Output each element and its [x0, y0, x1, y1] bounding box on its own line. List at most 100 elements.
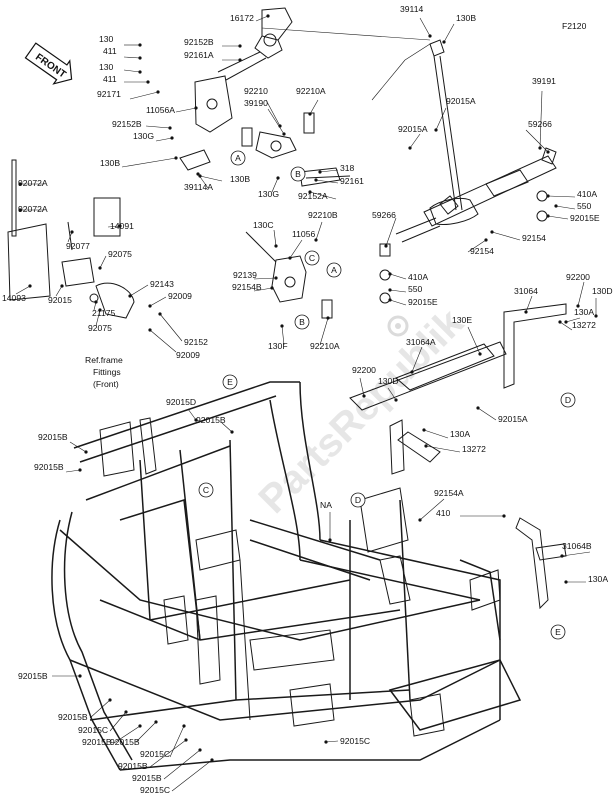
leader-line — [409, 133, 421, 149]
leader-line — [69, 441, 87, 453]
leader-line — [559, 321, 573, 331]
leader-dot — [326, 316, 330, 320]
leader-line — [385, 217, 397, 247]
part-number-label: 550 — [408, 284, 423, 294]
leader-line — [65, 469, 81, 473]
leader-dot — [564, 580, 568, 584]
part-number-label: 39114 — [400, 4, 423, 14]
leader-line — [289, 239, 303, 259]
part-number-label: 130 — [99, 62, 114, 72]
leader-dot — [476, 406, 480, 410]
part-number-label: 130A — [450, 429, 470, 439]
leader-dot — [138, 43, 142, 47]
leader-dot — [156, 90, 160, 94]
leader-line — [435, 107, 447, 131]
leader-dot — [546, 214, 550, 218]
leader-dot — [124, 710, 128, 714]
leader-dot — [238, 58, 242, 62]
part-number-label: 130D — [592, 286, 613, 296]
leader-dot — [328, 538, 332, 542]
callout-letter: B — [295, 169, 301, 179]
leader-line — [273, 229, 277, 247]
part-number-label: 550 — [577, 201, 592, 211]
callout-letter: B — [299, 317, 305, 327]
leader-dot — [554, 204, 558, 208]
leader-dot — [478, 352, 482, 356]
callout-circle — [350, 492, 366, 508]
leader-line — [525, 129, 549, 153]
leader-dot — [384, 244, 388, 248]
leader-dot — [280, 324, 284, 328]
part-number-label: 92154A — [434, 488, 464, 498]
leader-dot — [270, 286, 274, 290]
right-bracket-assembly — [349, 303, 567, 610]
leader-line — [443, 23, 455, 43]
leader-dot — [318, 170, 322, 174]
leader-dot — [78, 674, 82, 678]
part-number-label: 92154 — [470, 246, 494, 256]
part-number-label: 31064A — [406, 337, 436, 347]
leader-dot — [394, 398, 398, 402]
part-number-label: 92015C — [340, 736, 370, 746]
leader-line — [171, 759, 213, 792]
leader-line — [577, 281, 585, 307]
part-number-label: 92015C — [140, 749, 170, 759]
leader-line — [197, 173, 209, 189]
part-number-label: 92015E — [408, 297, 438, 307]
leader-dot — [108, 698, 112, 702]
part-number-label: 92075 — [88, 323, 112, 333]
leader-dot — [388, 288, 392, 292]
leader-dot — [442, 40, 446, 44]
part-number-label: 59266 — [528, 119, 552, 129]
leader-dot — [138, 724, 142, 728]
part-number-label: 92015B — [58, 712, 88, 722]
part-number-label: 92139 — [233, 270, 257, 280]
center-bracket-assembly — [245, 231, 333, 319]
leader-line — [325, 740, 339, 743]
leader-dot — [274, 276, 278, 280]
part-number-label: 92210B — [308, 210, 338, 220]
leader-dot — [576, 304, 580, 308]
leader-line — [67, 231, 73, 243]
leader-dot — [314, 238, 318, 242]
callout-circle — [294, 314, 310, 330]
leader-line — [547, 195, 576, 198]
leader-line — [95, 309, 101, 327]
leader-dot — [324, 740, 328, 744]
leader-dot — [308, 112, 312, 116]
leader-line — [309, 191, 337, 200]
leader-line — [267, 108, 285, 135]
part-number-label: 39114A — [184, 182, 213, 192]
leader-line — [389, 273, 407, 280]
leader-dot — [276, 176, 280, 180]
leader-dot — [388, 298, 392, 302]
leader-dot — [60, 284, 64, 288]
leader-line — [389, 289, 407, 293]
callout-letter: E — [227, 377, 233, 387]
leader-line — [159, 313, 183, 342]
ref-note-line-3: (Front) — [93, 379, 119, 389]
leader-dot — [196, 172, 200, 176]
leader-dot — [564, 320, 568, 324]
part-number-label: 130G — [258, 189, 279, 199]
leader-dot — [484, 238, 488, 242]
part-number-label: 318 — [340, 163, 355, 173]
part-number-label: 92072A — [18, 204, 48, 214]
part-number-label: 92077 — [66, 241, 90, 251]
part-number-label: 92015A — [498, 414, 528, 424]
leader-line — [265, 99, 281, 127]
leader-line — [539, 90, 543, 149]
leader-dot — [78, 468, 82, 472]
leader-dot — [388, 272, 392, 276]
leader-line — [411, 346, 423, 373]
leader-dot — [434, 128, 438, 132]
leader-line — [163, 749, 201, 780]
leader-dot — [490, 230, 494, 234]
leader-line — [555, 205, 576, 210]
leader-line — [253, 287, 273, 292]
part-number-label: 31064 — [514, 286, 538, 296]
part-number-label: 92210A — [296, 86, 326, 96]
leader-line — [175, 107, 197, 113]
